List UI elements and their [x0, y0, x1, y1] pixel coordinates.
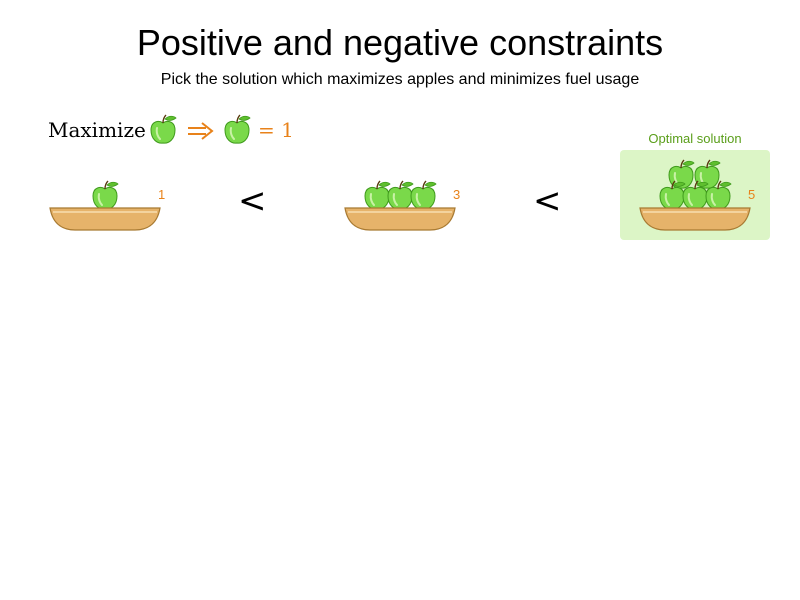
arrow-icon [188, 122, 214, 140]
apple [364, 180, 391, 211]
basket [639, 207, 751, 231]
apple-icon [224, 114, 251, 145]
page-subtitle: Pick the solution which maximizes apples… [160, 71, 640, 88]
apple-count-3: 5 [748, 187, 756, 202]
basket [344, 207, 456, 231]
apple-count-1: 1 [158, 187, 166, 202]
rule-result: = 1 [258, 118, 294, 142]
apple [387, 180, 414, 211]
apple [92, 180, 119, 211]
less-than-sign: < [238, 181, 267, 221]
basket [49, 207, 161, 231]
optimal-label: Optimal solution [648, 131, 742, 146]
solution-basket-2 [344, 180, 456, 231]
less-than-sign: < [533, 181, 562, 221]
page-title: Positive and negative constraints [136, 22, 664, 63]
apple [659, 180, 686, 211]
solution-basket-3 [639, 159, 751, 231]
apple-icon [150, 114, 177, 145]
apple-count-2: 3 [453, 187, 461, 202]
solution-basket-1 [49, 180, 161, 231]
rule-word: Maximize [48, 118, 146, 142]
apple [410, 180, 437, 211]
